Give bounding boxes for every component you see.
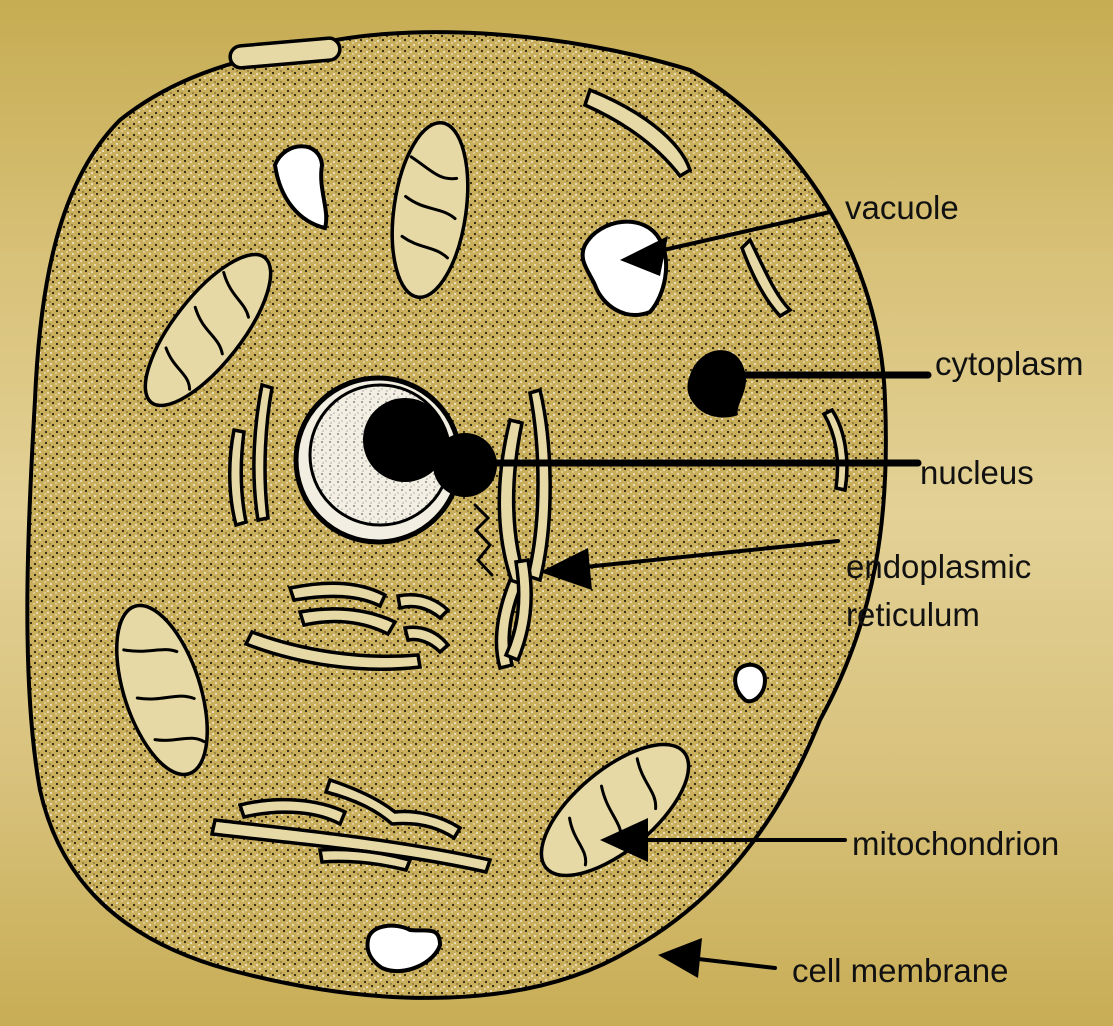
label-er-line1: endoplasmic — [846, 548, 1031, 585]
label-er-line2: reticulum — [846, 596, 980, 633]
small-vacuole-right — [735, 665, 765, 702]
label-vacuole: vacuole — [845, 189, 959, 226]
label-nucleus: nucleus — [920, 454, 1034, 491]
label-cell-membrane: cell membrane — [792, 952, 1008, 989]
label-mitochondrion: mitochondrion — [852, 825, 1059, 862]
cell-membrane-pointer — [658, 938, 775, 978]
label-cytoplasm: cytoplasm — [935, 345, 1084, 382]
